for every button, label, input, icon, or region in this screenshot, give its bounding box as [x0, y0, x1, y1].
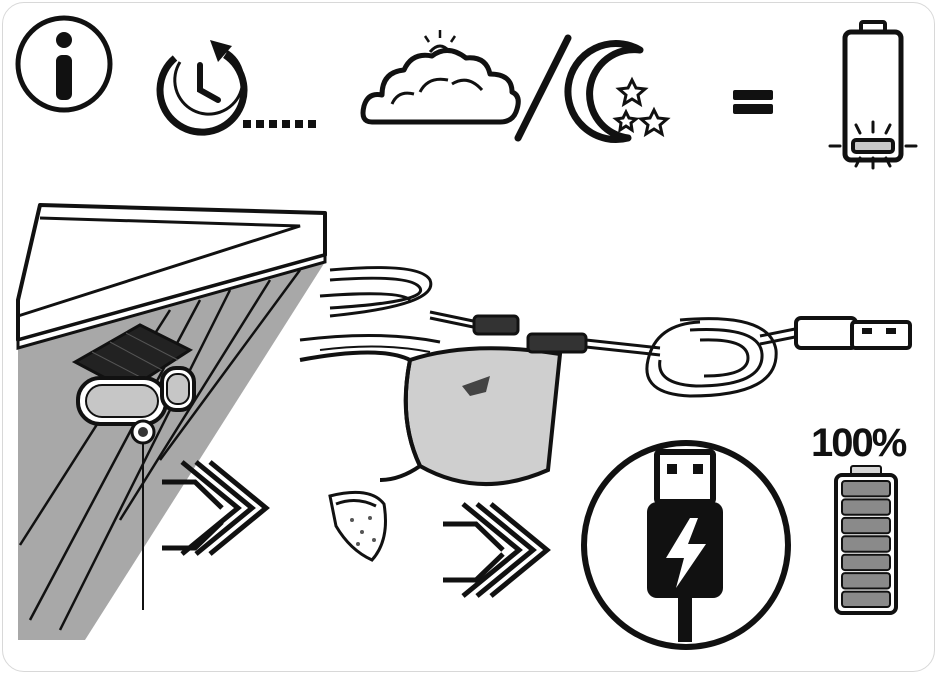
battery-segment — [841, 535, 891, 553]
battery-segment — [841, 590, 891, 608]
chevron-right-icon — [162, 460, 270, 556]
battery-segment — [841, 480, 891, 498]
battery-percent-label: 100% — [811, 421, 907, 465]
battery-segment — [841, 516, 891, 535]
chevron-right-icon — [443, 502, 551, 598]
usb-charge-icon — [581, 440, 791, 650]
battery-segment — [841, 553, 891, 572]
battery-low-icon — [828, 20, 918, 170]
equals-sign — [733, 90, 773, 114]
battery-segment — [841, 572, 891, 590]
solar-lamp-icon — [16, 203, 327, 640]
usb-cable-icon — [299, 266, 912, 562]
timer-icon — [156, 40, 316, 136]
cloud-sun-icon — [360, 30, 521, 125]
moon-stars-icon — [564, 40, 671, 144]
info-icon — [15, 15, 113, 113]
battery-full-icon — [834, 465, 898, 615]
battery-segment — [841, 498, 891, 516]
or-slash — [514, 34, 572, 142]
